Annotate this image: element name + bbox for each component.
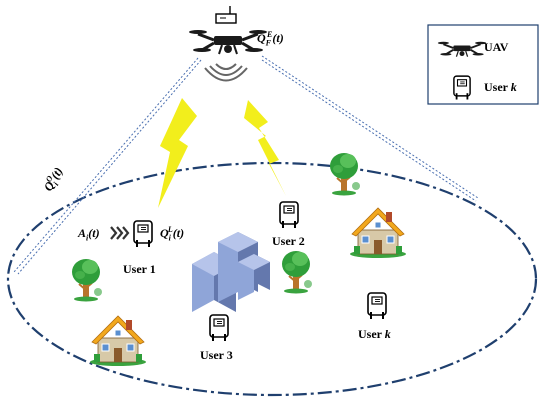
user-3-label: User 3 (200, 348, 233, 362)
user-k-label: User k (358, 327, 391, 341)
uav-router-icon (215, 6, 237, 24)
uplink-lightning-icon (244, 100, 286, 196)
legend-box (427, 24, 539, 105)
legend-uav-label: UAV (484, 40, 509, 54)
uav-queue-label: QFE(t) (257, 30, 284, 48)
user-k-terminal-icon (367, 292, 387, 320)
coverage-area-ellipse (6, 161, 538, 397)
house-icon (349, 207, 407, 259)
user-2-terminal-icon (279, 201, 299, 229)
house-icon (89, 315, 147, 367)
building-icon (192, 232, 270, 312)
user-1-arrival-label: Ai(t) (78, 226, 100, 243)
signal-waves-icon (204, 63, 248, 82)
tree-icon (281, 250, 313, 295)
legend-user-label: User k (484, 80, 517, 94)
downlink-lightning-icon (158, 98, 197, 208)
user-1-terminal-icon (133, 220, 153, 248)
arrival-arrows-icon (110, 226, 130, 240)
tree-icon (71, 258, 103, 303)
user-1-label: User 1 (123, 262, 156, 276)
beam-right-line (261, 55, 479, 202)
legend-user-icon (452, 75, 472, 101)
uav-drone-icon (187, 28, 269, 56)
user-1-queue-label: QiL(t) (160, 225, 185, 243)
user-3-terminal-icon (209, 314, 229, 342)
tree-icon (329, 152, 361, 197)
beam-left-line (13, 57, 202, 275)
user-2-label: User 2 (272, 234, 305, 248)
